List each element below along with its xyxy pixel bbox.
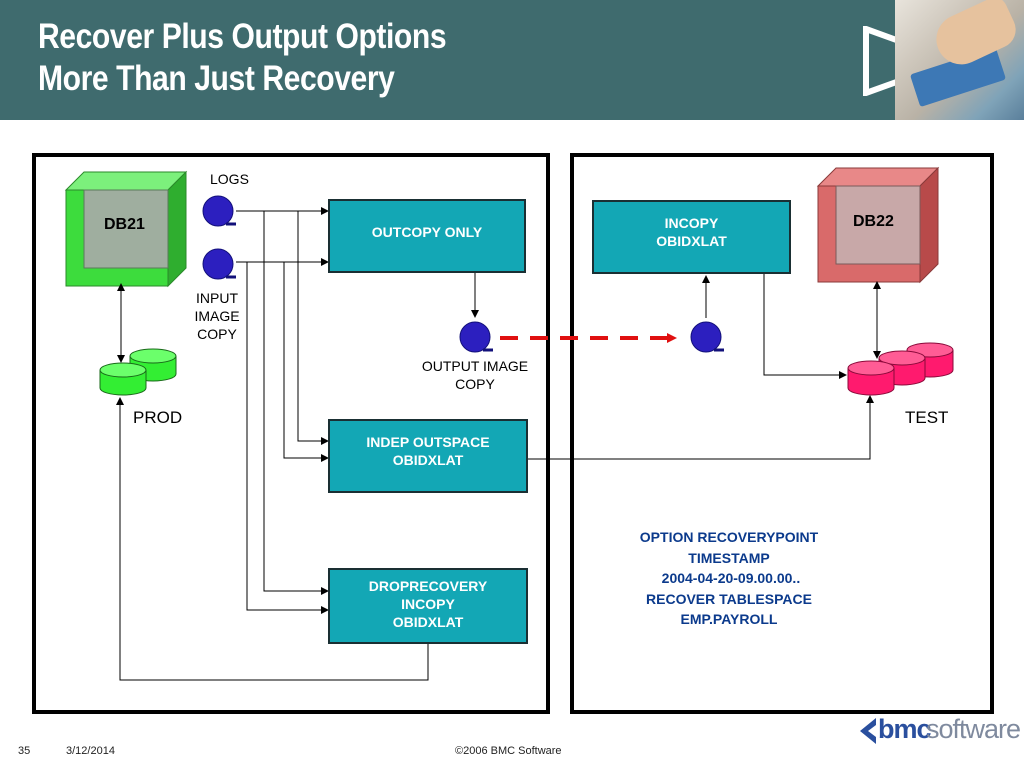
test-label: TEST xyxy=(905,408,949,427)
slide-date: 3/12/2014 xyxy=(66,745,115,757)
droprecovery-label: DROPRECOVERY INCOPY OBIDXLAT xyxy=(368,578,488,630)
recovery-option-text: OPTION RECOVERYPOINT TIMESTAMP 2004-04-2… xyxy=(639,529,819,627)
indep-outspace-label: INDEP OUTSPACE OBIDXLAT xyxy=(366,434,490,468)
title-line-2: More Than Just Recovery xyxy=(38,59,395,98)
slide-title: Recover Plus Output Options More Than Ju… xyxy=(38,16,447,100)
logo-software: software xyxy=(926,714,1021,744)
db21-cube xyxy=(64,170,188,288)
connector-lines xyxy=(116,207,881,681)
copyright: ©2006 BMC Software xyxy=(455,745,562,757)
droprecovery-box: DROPRECOVERY INCOPY OBIDXLAT xyxy=(328,568,528,644)
test-disk-icon xyxy=(847,342,954,396)
slide-number: 35 xyxy=(18,745,31,757)
incopy-tape-icon xyxy=(690,321,724,353)
header-photo xyxy=(895,0,1024,120)
output-image-copy-label: OUTPUT IMAGE COPY xyxy=(421,358,529,392)
db22-label: DB22 xyxy=(853,213,894,230)
bmc-logo-mark-icon xyxy=(860,718,876,744)
db22-cube xyxy=(816,166,940,284)
bmc-software-logo: bmc software xyxy=(856,712,1021,750)
input-image-copy-label: INPUT IMAGE COPY xyxy=(194,290,240,342)
indep-outspace-box: INDEP OUTSPACE OBIDXLAT xyxy=(328,419,528,493)
header-bar: Recover Plus Output Options More Than Ju… xyxy=(0,0,1024,120)
prod-label: PROD xyxy=(133,408,183,427)
logs-label: LOGS xyxy=(210,171,249,187)
logs-tape-icon xyxy=(202,195,236,227)
db21-label: DB21 xyxy=(104,216,145,233)
prod-disk-icon xyxy=(99,348,177,396)
outcopy-only-box: OUTCOPY ONLY xyxy=(328,199,526,273)
input-image-copy-tape-icon xyxy=(202,248,236,280)
incopy-label: INCOPY OBIDXLAT xyxy=(656,215,727,249)
title-line-1: Recover Plus Output Options xyxy=(38,17,447,56)
output-image-copy-tape-icon xyxy=(459,321,493,353)
logo-bmc: bmc xyxy=(878,714,932,744)
incopy-box: INCOPY OBIDXLAT xyxy=(592,200,791,274)
outcopy-only-label: OUTCOPY ONLY xyxy=(371,224,483,240)
